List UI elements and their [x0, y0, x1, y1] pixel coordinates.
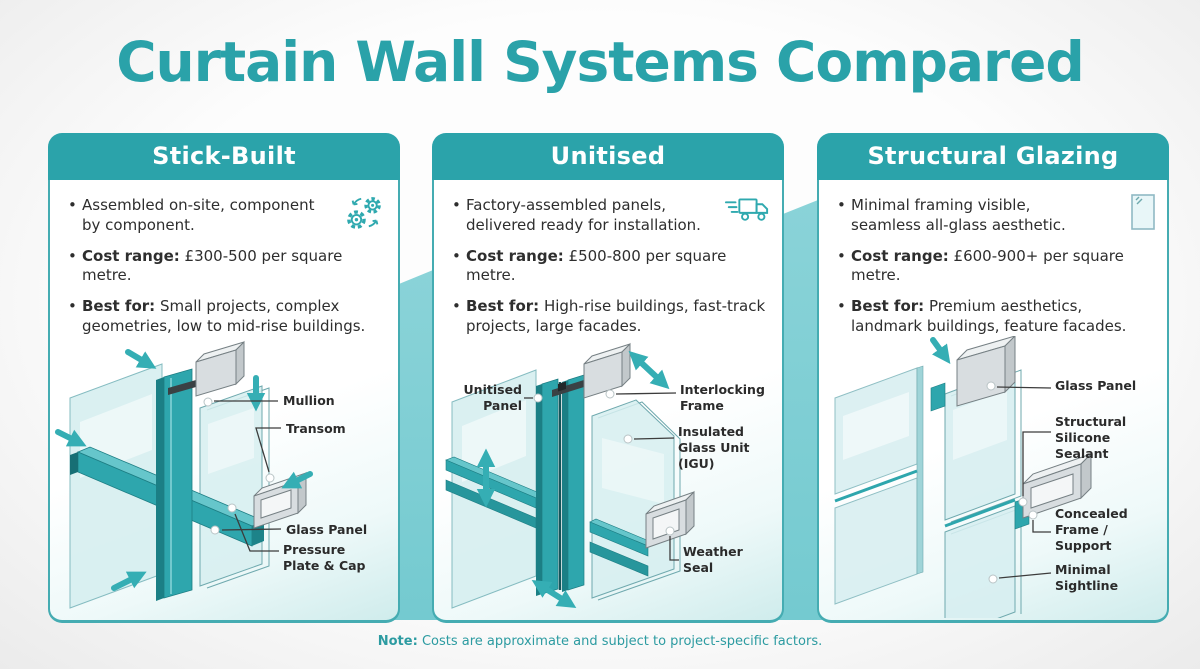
bullet-item: Cost range: £600-900+ per square metre. [835, 247, 1151, 287]
bullet-text: Minimal framing visible, seamless all-gl… [851, 196, 1066, 234]
bullet-item: Minimal framing visible, seamless all-gl… [835, 196, 1151, 236]
footnote-label: Note: [377, 634, 418, 649]
label-glass-panel: Glass Panel [1055, 378, 1137, 393]
structural-glazing-diagram: Glass Panel Structural Silicone Sealant … [819, 336, 1167, 618]
bullet-item: Best for: Small projects, complex geomet… [66, 297, 382, 337]
connector-ribbon [778, 198, 823, 620]
bullet-item: Best for: Premium aesthetics, landmark b… [835, 297, 1151, 337]
label-mullion: Mullion [283, 393, 335, 408]
bullet-text: Assembled on-site, component by componen… [82, 196, 315, 234]
label-structural-silicone-sealant: Structural Silicone Sealant [1055, 414, 1127, 461]
bullet-text: Best for: High-rise buildings, fast-trac… [466, 297, 766, 335]
card-structural-glazing: Structural Glazing Minimal framing visib… [817, 133, 1169, 623]
connector-ribbon [394, 268, 438, 620]
bullet-text: Cost range: £600-900+ per square metre. [851, 246, 1124, 285]
label-minimal-sightline: Minimal Sightline [1055, 562, 1119, 593]
label-transom: Transom [286, 421, 346, 436]
card-unitised: Unitised Factory-assembled panels, deliv… [432, 133, 784, 623]
bullet-item: Cost range: £300-500 per square metre. [66, 247, 382, 287]
bullet-list: Minimal framing visible, seamless all-gl… [819, 180, 1167, 337]
stick-built-diagram: Mullion Transom Glass Panel Pressure Pla… [50, 336, 398, 618]
bullet-item: Assembled on-site, component by componen… [66, 196, 382, 236]
label-unitised-panel: Unitised Panel [463, 382, 522, 413]
bullet-text: Factory-assembled panels, delivered read… [466, 196, 701, 234]
card-title: Stick-Built [48, 133, 400, 180]
label-glass-panel: Glass Panel [286, 522, 368, 537]
card-title: Unitised [432, 133, 784, 180]
card-stick-built: Stick-Built Assembled on-site, component… [48, 133, 400, 623]
label-insulated-glass-unit: Insulated Glass Unit (IGU) [678, 424, 750, 471]
bullet-text: Best for: Premium aesthetics, landmark b… [851, 297, 1127, 335]
unitised-diagram: Unitised Panel Interlocking Frame Insula… [434, 336, 782, 618]
footnote-text: Costs are approximate and subject to pro… [421, 634, 823, 649]
bullet-text: Best for: Small projects, complex geomet… [82, 297, 366, 335]
bullet-item: Factory-assembled panels, delivered read… [450, 196, 766, 236]
bullet-list: Assembled on-site, component by componen… [50, 180, 398, 337]
label-concealed-frame-support: Concealed Frame / Support [1055, 506, 1128, 553]
bullet-text: Cost range: £500-800 per square metre. [466, 246, 727, 285]
label-interlocking-frame: Interlocking Frame [680, 382, 765, 413]
card-body: Assembled on-site, component by componen… [48, 180, 400, 623]
bullet-item: Best for: High-rise buildings, fast-trac… [450, 297, 766, 337]
bullet-text: Cost range: £300-500 per square metre. [82, 246, 343, 285]
bullet-list: Factory-assembled panels, delivered read… [434, 180, 782, 337]
bullet-item: Cost range: £500-800 per square metre. [450, 247, 766, 287]
card-title: Structural Glazing [817, 133, 1169, 180]
card-body: Minimal framing visible, seamless all-gl… [817, 180, 1169, 623]
label-pressure-plate-cap: Pressure Plate & Cap [283, 542, 366, 573]
page-title: Curtain Wall Systems Compared [116, 30, 1085, 94]
label-weather-seal: Weather Seal [683, 544, 743, 575]
card-body: Factory-assembled panels, delivered read… [432, 180, 784, 623]
footnote: Note: Costs are approximate and subject … [0, 634, 1200, 649]
